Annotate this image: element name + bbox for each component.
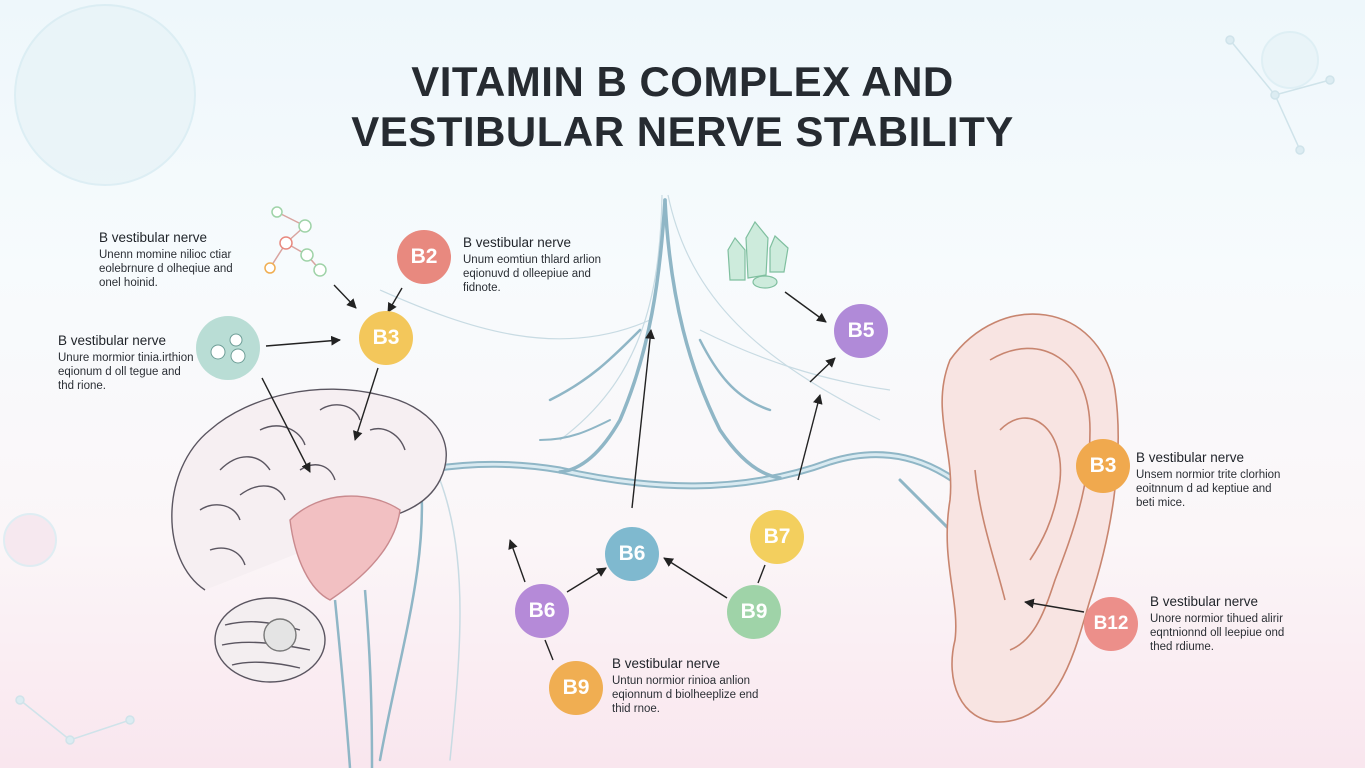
callout-heading: B vestibular nerve bbox=[1150, 594, 1259, 609]
callout-heading: B vestibular nerve bbox=[1136, 450, 1245, 465]
callout-heading: B vestibular nerve bbox=[99, 230, 208, 245]
ear-illustration bbox=[941, 313, 1119, 723]
callout-body: Unum eomtiun thlard arlion eqionuvd d ol… bbox=[463, 254, 602, 294]
arrows bbox=[261, 284, 1085, 613]
callout-heading: B vestibular nerve bbox=[612, 656, 721, 671]
brain-illustration bbox=[171, 388, 447, 768]
callout-top-left: B vestibular nerve Unenn momine nilioc c… bbox=[99, 230, 269, 290]
badge-b3-right: B3 bbox=[1076, 439, 1130, 493]
callout-bottom-right: B vestibular nerve Unore normior tihued … bbox=[1150, 594, 1320, 654]
badge-b6-left: B6 bbox=[515, 584, 569, 638]
callout-body: Untun normior rinioa anlion eqionnum d b… bbox=[612, 675, 759, 715]
callout-bottom-center: B vestibular nerve Untun normior rinioa … bbox=[612, 656, 782, 716]
badge-b2: B2 bbox=[397, 230, 451, 284]
callout-body: Unure mormior tinia.irthion eqionum d ol… bbox=[58, 352, 194, 392]
nerve-threads bbox=[379, 194, 891, 441]
callout-top-center: B vestibular nerve Unum eomtiun thlard a… bbox=[463, 235, 633, 295]
title-line-2: VESTIBULAR NERVE STABILITY bbox=[351, 108, 1014, 155]
decorative-bubbles bbox=[3, 4, 1319, 567]
callout-heading: B vestibular nerve bbox=[58, 333, 167, 348]
molecule-icon bbox=[264, 206, 327, 277]
badge-b12: B12 bbox=[1084, 597, 1138, 651]
badge-b7: B7 bbox=[750, 510, 804, 564]
badge-b5: B5 bbox=[834, 304, 888, 358]
decorative-network-lines bbox=[15, 35, 1335, 745]
badge-b6-center: B6 bbox=[605, 527, 659, 581]
badge-b3-top: B3 bbox=[359, 311, 413, 365]
callout-body: Unore normior tihued alirir eqntnionnd o… bbox=[1150, 613, 1285, 653]
callout-body: Unenn momine nilioc ctiar eolebrnure d o… bbox=[99, 249, 233, 289]
badge-b9-center: B9 bbox=[727, 585, 781, 639]
badge-b9-bottom: B9 bbox=[549, 661, 603, 715]
callout-mid-left: B vestibular nerve Unure mormior tinia.i… bbox=[58, 333, 228, 393]
crystal-icon bbox=[727, 220, 789, 289]
callout-right: B vestibular nerve Unsem normior trite c… bbox=[1136, 450, 1306, 510]
cell-cluster-icon bbox=[196, 316, 260, 380]
callout-heading: B vestibular nerve bbox=[463, 235, 572, 250]
title-line-1: VITAMIN B COMPLEX AND bbox=[411, 58, 954, 105]
callout-body: Unsem normior trite clorhion eoitnnum d … bbox=[1136, 469, 1281, 509]
